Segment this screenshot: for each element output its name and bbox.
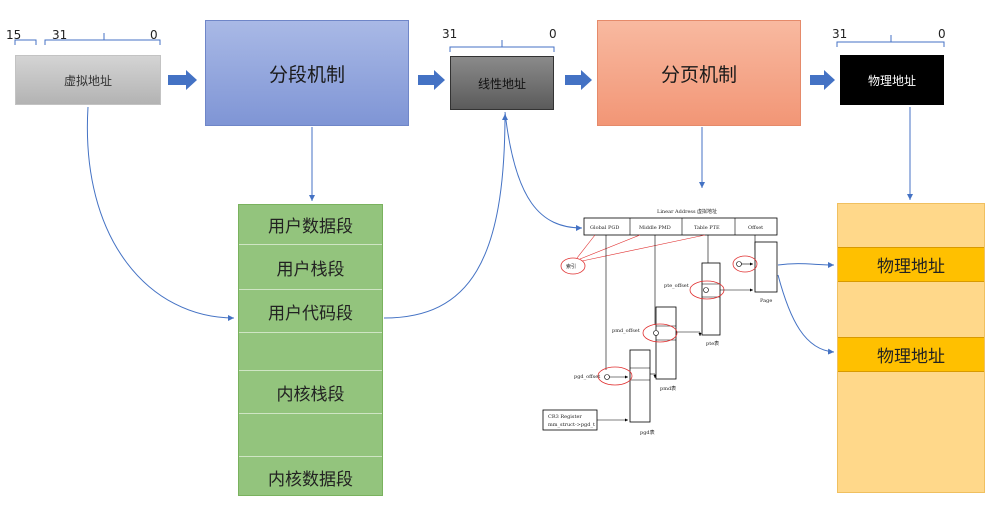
brace-virtual-31 xyxy=(44,33,161,45)
offset-pte: pte_offset xyxy=(664,283,689,289)
segment-kernel-stack: 内核栈段 xyxy=(239,371,382,414)
table-pte: pte表 xyxy=(706,340,719,347)
table-pmd: pmd表 xyxy=(660,385,676,392)
linear-bit-lo: 0 xyxy=(549,27,557,41)
page-label: Page xyxy=(760,298,772,304)
segment-kernel-data: 内核数据段 xyxy=(268,469,353,490)
segment-table: 用户数据段 用户栈段 用户代码段 内核栈段 内核数据段 xyxy=(238,204,383,496)
block-arrow-2 xyxy=(418,70,445,90)
field-pgd: Global PGD xyxy=(590,225,619,231)
block-arrow-1 xyxy=(168,70,197,90)
block-arrow-4 xyxy=(810,70,835,90)
paging-box: 分页机制 xyxy=(597,20,801,126)
physical-memory: 物理地址 物理地址 xyxy=(837,203,985,493)
virtual-address-box: 虚拟地址 xyxy=(15,55,161,105)
brace-linear xyxy=(449,40,555,52)
curve-virtual-to-code xyxy=(86,106,235,321)
walk-title-cn: 虚拟地址 xyxy=(697,208,717,215)
field-pte: Table PTE xyxy=(694,225,720,231)
field-pmd: Middle PMD xyxy=(639,225,671,231)
physical-bit-lo: 0 xyxy=(938,27,946,41)
segment-empty-2 xyxy=(239,414,382,457)
curve-page-to-phys1 xyxy=(777,261,835,268)
segmentation-box: 分段机制 xyxy=(205,20,409,126)
curve-page-to-phys2 xyxy=(777,274,835,355)
bit-label-31: 31 xyxy=(52,28,68,42)
physical-entry-2: 物理地址 xyxy=(838,337,984,372)
block-arrow-3 xyxy=(565,70,592,90)
brace-physical xyxy=(836,35,945,47)
index-label: 索引 xyxy=(566,263,576,270)
cr3-line2: mm_struct->pgd_t xyxy=(548,422,595,428)
page-walk-diagram: Linear Address 虚拟地址 Global PGD Middle PM… xyxy=(542,208,778,436)
linear-address-box: 线性地址 xyxy=(450,56,554,110)
offset-pgd: pgd_offset xyxy=(574,374,600,380)
bit-label-15: 15 xyxy=(6,28,22,42)
field-offset: Offset xyxy=(748,225,763,231)
segment-empty-1 xyxy=(239,333,382,371)
physical-bit-hi: 31 xyxy=(832,27,848,41)
segment-user-stack: 用户栈段 xyxy=(239,245,382,290)
linear-bit-hi: 31 xyxy=(442,27,458,41)
bit-label-0: 0 xyxy=(150,28,158,42)
segment-user-data: 用户数据段 xyxy=(239,205,382,245)
cr3-line1: CR3 Register xyxy=(548,414,582,420)
walk-title: Linear Address xyxy=(657,209,696,215)
curve-code-to-linear xyxy=(383,113,508,319)
curve-linear-to-walk xyxy=(504,111,583,231)
physical-entry-1: 物理地址 xyxy=(838,247,984,282)
brace-virtual-15 xyxy=(14,39,37,45)
table-pgd: pgd表 xyxy=(640,429,655,436)
physical-address-box: 物理地址 xyxy=(840,55,944,105)
offset-pmd: pmd_offset xyxy=(612,328,640,334)
segment-user-code: 用户代码段 xyxy=(239,290,382,333)
